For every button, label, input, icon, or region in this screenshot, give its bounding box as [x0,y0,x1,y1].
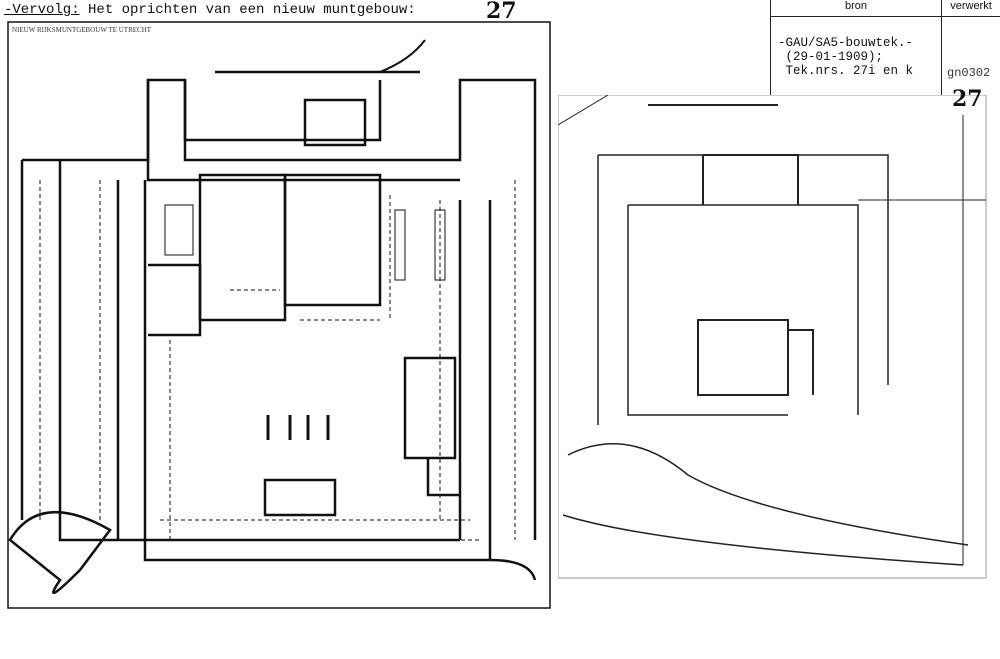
title-prefix: -Vervolg: [4,2,80,18]
drawing-page-number: 27 [952,86,983,112]
page-title: -Vervolg: Het oprichten van een nieuw mu… [4,2,416,18]
processed-code: gn0302 [947,66,991,80]
drawing-caption: NIEUW RIJKSMUNTGEBOUW TE UTRECHT [12,26,152,34]
site-plan-drawing [558,95,987,579]
title-text: Het oprichten van een nieuw muntgebouw: [79,2,416,18]
column-header-verwerkt: verwerkt [941,0,1000,17]
column-header-bron: bron [771,0,941,17]
source-table: bron verwerkt [770,0,1000,95]
floor-plan-drawing: NIEUW RIJKSMUNTGEBOUW TE UTRECHT [7,21,551,609]
table-divider [941,0,942,95]
page-number: 27 [486,0,517,24]
source-reference: -GAU/SA5-bouwtek.- (29-01-1909); Tek.nrs… [778,36,914,78]
